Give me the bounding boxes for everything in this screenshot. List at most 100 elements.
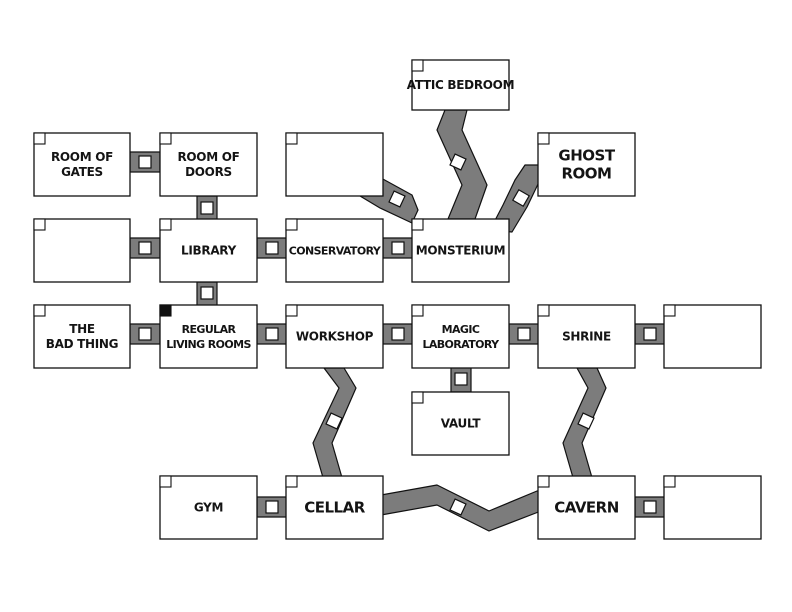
door-lab-shrine[interactable]: [517, 327, 531, 341]
room-corner-tab: [411, 304, 424, 317]
room-label: LIVING ROOMS: [166, 338, 251, 351]
door-workshop-lab[interactable]: [391, 327, 405, 341]
room-corner-tab: [159, 475, 172, 488]
room-box: [411, 304, 510, 369]
room-box: [285, 218, 384, 283]
room-regular-living-rooms[interactable]: REGULAR LIVING ROOMS: [159, 304, 258, 369]
room-corner-tab: [537, 132, 550, 145]
room-box: [411, 218, 510, 283]
room-label: MONSTERIUM: [416, 244, 506, 258]
room-label: VAULT: [441, 417, 482, 431]
room-box: [663, 475, 762, 540]
room-label: LABORATORY: [422, 338, 500, 351]
room-label: LIBRARY: [181, 244, 237, 258]
room-label: ATTIC BEDROOM: [407, 78, 514, 92]
door-cellar-cavern[interactable]: [449, 498, 467, 516]
room-box: [159, 132, 258, 197]
room-box: [33, 304, 131, 369]
room-label: ROOM OF: [51, 150, 113, 164]
room-label: REGULAR: [182, 323, 237, 336]
room-library[interactable]: LIBRARY: [159, 218, 258, 283]
room-label: GHOST: [558, 147, 615, 165]
room-corner-tab: [159, 218, 172, 231]
door-conservatory-monsterium[interactable]: [391, 241, 405, 255]
room-label: THE: [69, 322, 95, 336]
room-box: [33, 132, 131, 197]
room-box: [285, 132, 384, 197]
room-box: [285, 475, 384, 540]
room-magic-laboratory[interactable]: MAGIC LABORATORY: [411, 304, 510, 369]
room-empty-left[interactable]: [33, 218, 131, 283]
door-badthing-living[interactable]: [138, 327, 152, 341]
room-label: CELLAR: [304, 499, 365, 517]
current-room-marker: [159, 304, 172, 317]
door-gates-doors[interactable]: [138, 155, 152, 169]
room-label: ROOM: [562, 165, 612, 183]
door-left-library[interactable]: [138, 241, 152, 255]
room-label: GATES: [61, 165, 103, 179]
door-cavern-right[interactable]: [643, 500, 657, 514]
room-box: [285, 304, 384, 369]
room-label: CONSERVATORY: [289, 245, 382, 258]
room-label: MAGIC: [442, 323, 480, 336]
room-label: CAVERN: [554, 499, 619, 517]
door-attic-monsterium[interactable]: [449, 153, 467, 171]
door-library-conservatory[interactable]: [265, 241, 279, 255]
room-workshop[interactable]: WORKSHOP: [285, 304, 384, 369]
room-label: DOORS: [185, 165, 232, 179]
room-corner-tab: [33, 218, 46, 231]
room-corner-tab: [663, 304, 676, 317]
room-corner-tab: [33, 304, 46, 317]
door-gym-cellar[interactable]: [265, 500, 279, 514]
room-box: [537, 475, 636, 540]
door-doors-library[interactable]: [200, 201, 214, 215]
room-empty-bottom-right[interactable]: [663, 475, 762, 540]
room-attic-bedroom[interactable]: ATTIC BEDROOM: [407, 59, 515, 111]
door-shrine-cavern[interactable]: [577, 412, 595, 430]
room-box: [33, 218, 131, 283]
door-living-workshop[interactable]: [265, 327, 279, 341]
room-label: WORKSHOP: [296, 330, 374, 344]
room-gym[interactable]: GYM: [159, 475, 258, 540]
room-box: [411, 59, 510, 111]
room-corner-tab: [285, 475, 298, 488]
room-box: [537, 304, 636, 369]
door-library-living[interactable]: [200, 286, 214, 300]
room-shrine[interactable]: SHRINE: [537, 304, 636, 369]
door-empty-top-monsterium[interactable]: [388, 190, 406, 208]
room-box: [663, 304, 762, 369]
room-corner-tab: [537, 475, 550, 488]
room-corner-tab: [33, 132, 46, 145]
door-workshop-cellar[interactable]: [325, 412, 343, 430]
room-box: [159, 475, 258, 540]
room-cavern[interactable]: CAVERN: [537, 475, 636, 540]
room-conservatory[interactable]: CONSERVATORY: [285, 218, 384, 283]
room-vault[interactable]: VAULT: [411, 391, 510, 456]
room-box: [159, 218, 258, 283]
room-monsterium[interactable]: MONSTERIUM: [411, 218, 510, 283]
room-corner-tab: [159, 132, 172, 145]
doors: [138, 153, 657, 516]
room-corner-tab: [663, 475, 676, 488]
room-corner-tab: [411, 391, 424, 404]
room-label: GYM: [194, 501, 223, 515]
room-empty-right[interactable]: [663, 304, 762, 369]
room-empty-top[interactable]: [285, 132, 384, 197]
door-lab-vault[interactable]: [454, 372, 468, 386]
room-label: BAD THING: [46, 337, 118, 351]
room-label: SHRINE: [562, 330, 611, 344]
room-corner-tab: [285, 304, 298, 317]
room-corner-tab: [285, 218, 298, 231]
room-cellar[interactable]: CELLAR: [285, 475, 384, 540]
room-box: [411, 391, 510, 456]
room-box: [537, 132, 636, 197]
door-shrine-right[interactable]: [643, 327, 657, 341]
room-label: ROOM OF: [177, 150, 239, 164]
door-ghost-monsterium[interactable]: [511, 188, 531, 208]
